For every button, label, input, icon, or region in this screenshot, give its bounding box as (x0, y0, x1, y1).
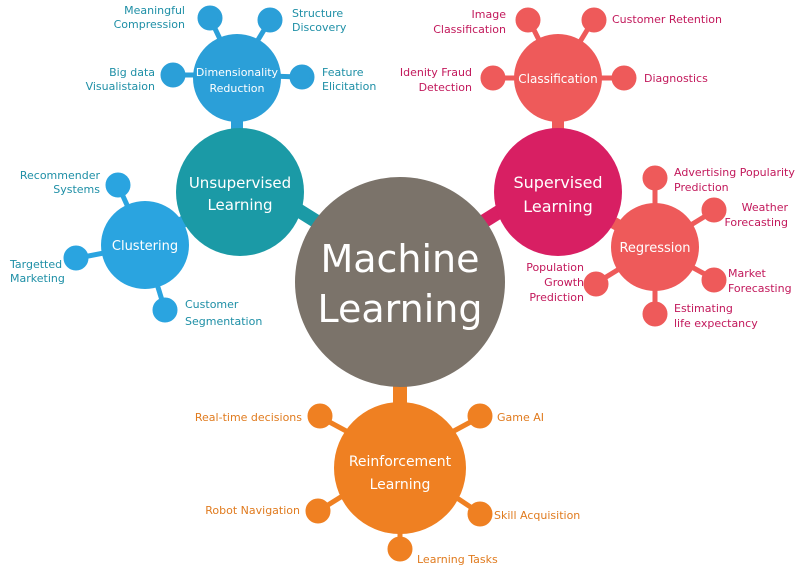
leaf-recommender-line1: Recommender (20, 169, 101, 182)
leaf-robot-navigation: Robot Navigation (205, 504, 300, 517)
leaf-feature-elicitation-line2: Elicitation (322, 80, 376, 93)
dimensionality-reduction-node (193, 34, 281, 122)
leaf-identity-fraud-line2: Detection (419, 81, 472, 94)
center-title-line1: Machine (320, 237, 479, 281)
leaf-estimating-line2: life expectancy (674, 317, 758, 330)
leaf-market-line1: Market (728, 267, 766, 280)
leaf-customer-segmentation-line2: Segmentation (185, 315, 262, 328)
clustering-node (101, 201, 189, 289)
reinforcement-learning-node (334, 402, 466, 534)
leaf-population-line1: Population (526, 261, 584, 274)
leaf-diagnostics: Diagnostics (644, 72, 708, 85)
leaf-population-line3: Prediction (529, 291, 584, 304)
unsupervised-label-line2: Learning (207, 196, 272, 214)
reinforcement-label-line1: Reinforcement (349, 454, 452, 470)
unsupervised-label-line1: Unsupervised (189, 174, 291, 192)
supervised-label-line1: Supervised (513, 173, 602, 192)
classification-label: Classification (518, 72, 597, 86)
supervised-label-line2: Learning (523, 197, 592, 216)
dimensionality-label-line2: Reduction (210, 82, 265, 95)
leaf-skill-acquisition: Skill Acquisition (494, 509, 580, 522)
dimensionality-label-line1: Dimensionality (196, 66, 279, 79)
leaf-image-classification-line1: Image (472, 8, 507, 21)
machine-learning-node (295, 177, 505, 387)
leaf-recommender-line2: Systems (53, 183, 100, 196)
leaf-targetted-line1: Targetted (9, 258, 62, 271)
leaf-image-classification-line2: Classification (433, 23, 506, 36)
center-title-line2: Learning (318, 287, 483, 331)
clustering-label: Clustering (112, 239, 178, 254)
leaf-weather-line2: Forecasting (724, 216, 788, 229)
supervised-learning-node (494, 128, 622, 256)
leaf-structure-discovery-line1: Structure (292, 7, 343, 20)
leaf-big-data-line2: Visualistaion (86, 80, 155, 93)
leaf-structure-discovery-line2: Discovery (292, 21, 347, 34)
leaf-market-line2: Forecasting (728, 282, 792, 295)
leaf-advertising-line2: Prediction (674, 181, 729, 194)
leaf-estimating-line1: Estimating (674, 302, 733, 315)
leaf-learning-tasks: Learning Tasks (417, 553, 498, 566)
leaf-population-line2: Growth (544, 276, 584, 289)
regression-label: Regression (619, 241, 690, 256)
leaf-customer-retention: Customer Retention (612, 13, 722, 26)
leaf-advertising-line1: Advertising Popularity (674, 166, 795, 179)
unsupervised-learning-node (176, 128, 304, 256)
leaf-big-data-line1: Big data (109, 66, 155, 79)
leaf-identity-fraud-line1: Idenity Fraud (400, 66, 472, 79)
leaf-meaningful-compression-line2: Compression (114, 18, 185, 31)
leaf-weather-line1: Weather (742, 201, 789, 214)
leaf-meaningful-compression-line1: Meaningful (124, 4, 185, 17)
leaf-feature-elicitation-line1: Feature (322, 66, 364, 79)
leaf-targetted-line2: Marketing (10, 272, 65, 285)
leaf-customer-segmentation-line1: Customer (185, 298, 239, 311)
leaf-real-time-decisions: Real-time decisions (195, 411, 302, 424)
classification-node (514, 34, 602, 122)
regression-node (611, 203, 699, 291)
leaf-game-ai: Game AI (497, 411, 544, 424)
reinforcement-label-line2: Learning (370, 477, 431, 493)
